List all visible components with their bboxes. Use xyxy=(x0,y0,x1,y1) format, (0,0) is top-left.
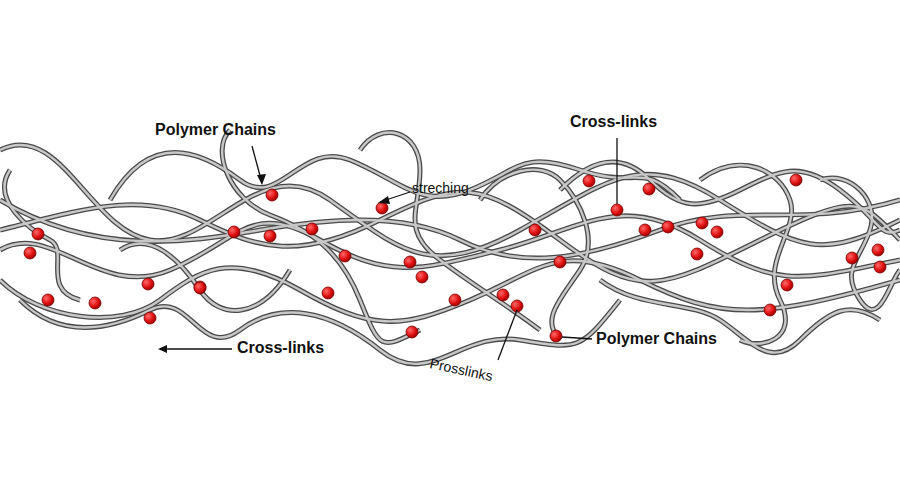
arrow-heads xyxy=(158,174,390,353)
part-label: streching xyxy=(412,181,469,196)
leader-lines xyxy=(160,138,617,360)
part-label: Cross-links xyxy=(237,339,324,357)
part-label: Cross-links xyxy=(570,113,657,131)
chain-outline xyxy=(0,130,900,364)
part-label: Polymer Chains xyxy=(155,121,276,139)
chain-fill xyxy=(0,130,900,364)
part-label: Prosslinks xyxy=(428,356,494,384)
cross-link-dots xyxy=(24,174,886,342)
part-label: Polymer Chains xyxy=(596,330,717,348)
